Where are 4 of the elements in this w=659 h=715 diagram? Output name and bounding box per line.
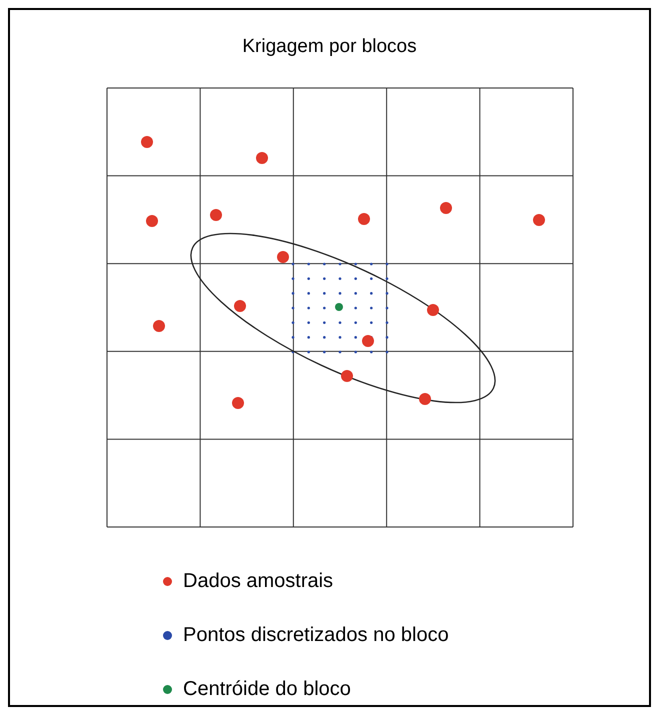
legend-label: Centróide do bloco <box>183 677 351 702</box>
legend-label: Dados amostrais <box>183 569 334 594</box>
legend-label: Pontos discretizados no bloco <box>183 623 449 648</box>
title: Krigagem por blocos <box>241 35 418 59</box>
